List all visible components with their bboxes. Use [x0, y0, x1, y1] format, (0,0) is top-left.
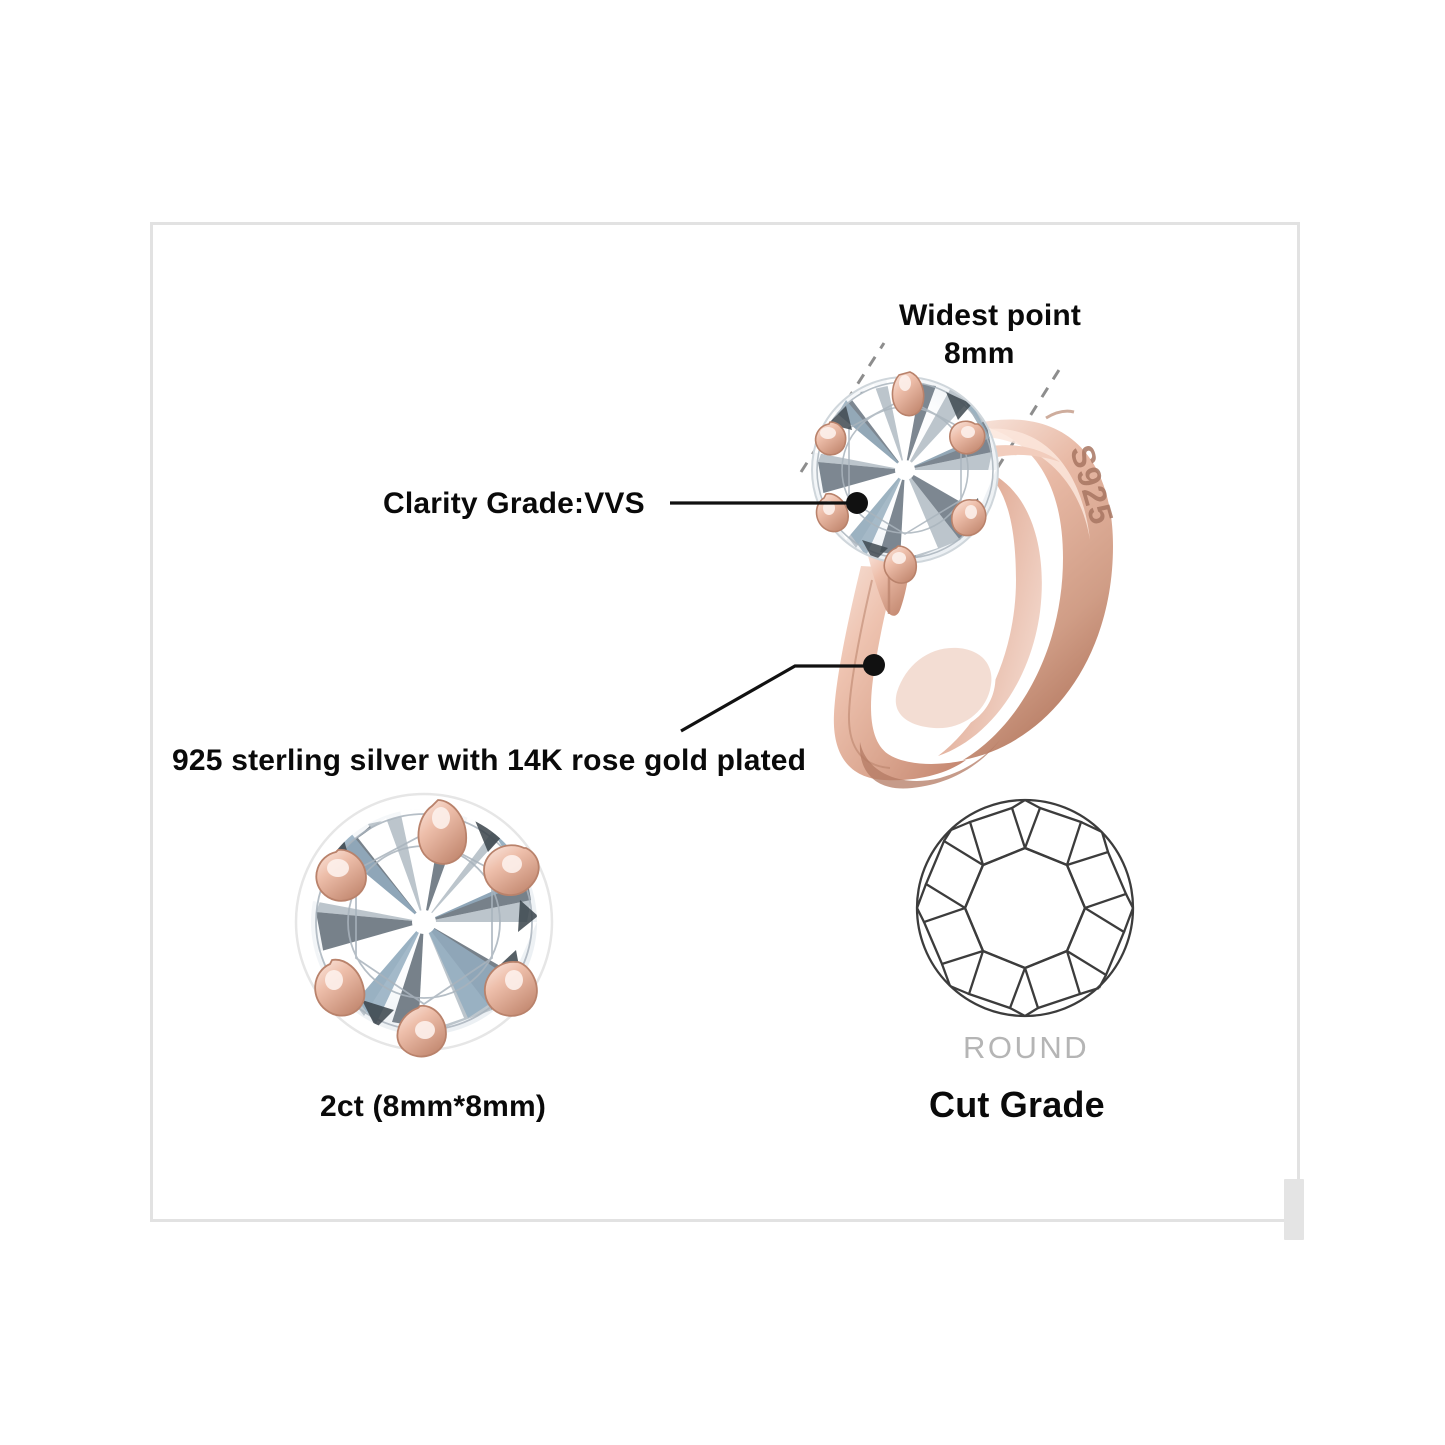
cut-shape-label: ROUND — [963, 1030, 1090, 1065]
widest-point-label-line1: Widest point — [899, 299, 1082, 332]
material-label: 925 sterling silver with 14K rose gold p… — [172, 744, 807, 777]
scrollbar-thumb[interactable] — [1284, 1179, 1304, 1240]
cut-grade-label: Cut Grade — [929, 1084, 1105, 1125]
clarity-grade-label: Clarity Grade:VVS — [383, 487, 645, 520]
content-frame — [150, 222, 1300, 1222]
widest-point-label-line2: 8mm — [944, 337, 1015, 370]
carat-size-label: 2ct (8mm*8mm) — [320, 1090, 547, 1123]
